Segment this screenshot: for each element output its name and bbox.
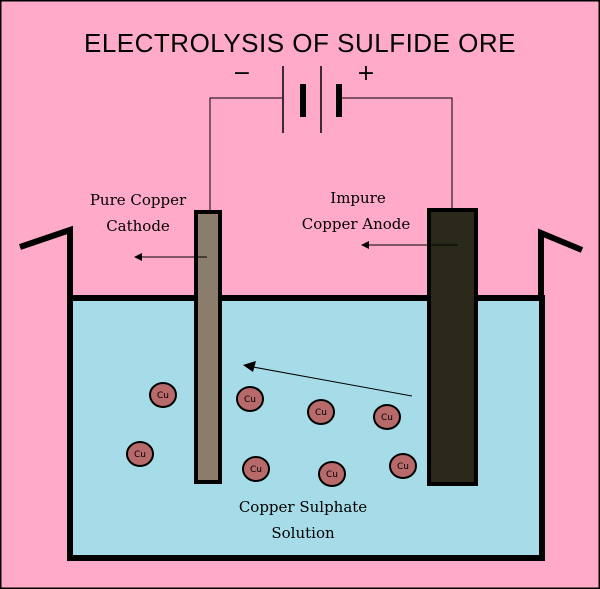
diagram-title: ELECTROLYSIS OF SULFIDE ORE — [84, 28, 516, 58]
anode-label-line1: Impure — [330, 189, 386, 207]
copper-ion-label: Cu — [134, 450, 146, 460]
positive-sign: + — [357, 61, 375, 86]
negative-sign: − — [233, 61, 251, 86]
battery-symbol — [282, 66, 342, 133]
solution-label-line1: Copper Sulphate — [239, 498, 367, 516]
copper-ion-label: Cu — [381, 413, 393, 423]
copper-ion: Cu — [149, 382, 177, 408]
copper-ion: Cu — [389, 453, 417, 479]
cathode-label-line2: Cathode — [106, 217, 170, 235]
cathode-wire — [209, 97, 282, 214]
copper-ion-label: Cu — [157, 391, 169, 401]
copper-ion-label: Cu — [315, 408, 327, 418]
tank-rim-right — [538, 228, 584, 300]
copper-ion-label: Cu — [397, 462, 409, 472]
copper-ion: Cu — [126, 441, 154, 467]
cathode-label-line1: Pure Copper — [90, 191, 187, 209]
pure-copper-cathode — [194, 210, 222, 484]
copper-ion-label: Cu — [250, 465, 262, 475]
solution-label-line2: Solution — [271, 524, 335, 542]
tank-rim-left — [19, 225, 73, 300]
anode-label-line2: Copper Anode — [302, 215, 411, 233]
copper-ion: Cu — [373, 404, 401, 430]
cathode-arrow — [134, 253, 207, 261]
ion-migration-arrow — [243, 361, 413, 397]
copper-ion-label: Cu — [244, 395, 256, 405]
copper-ion: Cu — [236, 386, 264, 412]
anode-arrow — [361, 241, 458, 249]
copper-ion: Cu — [307, 399, 335, 425]
copper-ion: Cu — [242, 456, 270, 482]
copper-ion: Cu — [318, 461, 346, 487]
anode-wire — [338, 97, 453, 214]
copper-ion-label: Cu — [326, 470, 338, 480]
impure-copper-anode — [427, 208, 478, 486]
